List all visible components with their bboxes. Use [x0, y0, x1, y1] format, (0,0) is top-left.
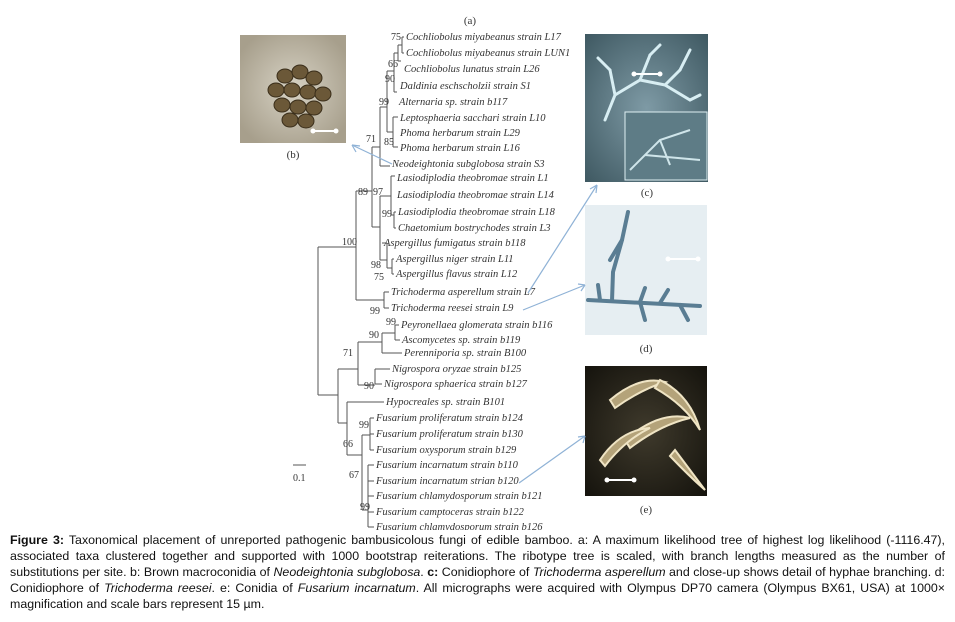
caption-species: Neodeightonia subglobosa: [273, 565, 421, 579]
leaf-label: Fusarium oxysporum strain b129: [375, 445, 517, 456]
caption-text: and close-up shows detail of hyphae bran…: [10, 565, 945, 595]
caption-text: .: [420, 565, 428, 579]
micrograph-e: [585, 366, 707, 496]
leaf-label: Fusarium incarnatum strian b120: [375, 476, 519, 487]
leaf-label: Hypocreales sp. strain B101: [385, 397, 505, 408]
leaf-label: Aspergillus flavus strain L12: [395, 269, 518, 280]
micrograph-d: [585, 205, 707, 335]
leaf-label: Daldinia eschscholzii strain S1: [399, 81, 531, 92]
bootstrap-value: 99: [359, 420, 369, 431]
leaf-label: Perenniporia sp. strain B100: [403, 348, 527, 359]
bootstrap-value: 75: [391, 32, 401, 43]
leaf-label: Lasiodiplodia theobromae strain L14: [396, 190, 555, 201]
caption-text: . e: Conidia of: [211, 581, 298, 595]
leaf-label: Trichoderma reesei strain L9: [391, 303, 514, 314]
leaf-label: Cochliobolus miyabeanus strain LUN1: [406, 48, 570, 59]
caption-label: Figure 3:: [10, 533, 64, 547]
tree-leaves: Cochliobolus miyabeanus strain L17 Cochl…: [375, 32, 570, 530]
leaf-label: Neodeightonia subglobosa strain S3: [391, 159, 545, 170]
leaf-label: Peyronellaea glomerata strain b116: [400, 320, 553, 331]
bootstrap-value: 66: [388, 59, 398, 70]
bootstrap-value: 99: [386, 317, 396, 328]
panel-label-a: (a): [464, 15, 477, 27]
leaf-label: Phoma herbarum strain L29: [399, 128, 521, 139]
caption-text: Conidiophore of: [438, 565, 533, 579]
caption-species: Fusarium incarnatum: [297, 581, 416, 595]
leaf-label: Nigrospora oryzae strain b125: [391, 364, 521, 375]
micrograph-b: [240, 35, 346, 143]
bootstrap-value: 99: [370, 306, 380, 317]
bootstrap-value: 75: [374, 272, 384, 283]
leaf-label: Fusarium proliferatum strain b130: [375, 429, 524, 440]
caption-species: Trichoderma asperellum: [532, 565, 666, 579]
bootstrap-value: 71: [343, 348, 353, 359]
connector-arrows: [351, 144, 598, 484]
leaf-label: Fusarium chlamydosporum strain b121: [375, 491, 543, 502]
leaf-label: Leptosphaeria sacchari strain L10: [399, 113, 546, 124]
leaf-label: Phoma herbarum strain L16: [399, 143, 521, 154]
leaf-label: Ascomycetes sp. strain b119: [401, 335, 521, 346]
leaf-label: Fusarium chlamydosporum strain b126: [375, 522, 543, 530]
leaf-label: Chaetomium bostrychodes strain L3: [398, 223, 551, 234]
bootstrap-value: 90: [369, 330, 379, 341]
bootstrap-values: 75 66 90 99 71 85 89 97 99 100 98 75 99 …: [342, 32, 401, 513]
figure-3: (a): [240, 15, 708, 530]
caption-panel-c-label: c:: [427, 565, 439, 579]
micrograph-c: [585, 34, 708, 182]
bootstrap-value: 66: [343, 439, 353, 450]
leaf-label: Aspergillus fumigatus strain b118: [383, 238, 526, 249]
bootstrap-value: 100: [342, 237, 357, 248]
leaf-label: Fusarium camptoceras strain b122: [375, 507, 525, 518]
phylogenetic-tree: [317, 36, 404, 528]
bootstrap-value: 67: [349, 470, 359, 481]
leaf-label: Cochliobolus lunatus strain L26: [404, 64, 540, 75]
bootstrap-value: 90: [364, 381, 374, 392]
leaf-label: Lasiodiplodia theobromae strain L18: [397, 207, 556, 218]
leaf-label: Trichoderma asperellum strain L7: [391, 287, 536, 298]
leaf-label: Cochliobolus miyabeanus strain L17: [406, 32, 562, 43]
bootstrap-value: 98: [371, 260, 381, 271]
leaf-label: Alternaria sp. strain b117: [398, 97, 508, 108]
caption-species: Trichoderma reesei: [104, 581, 212, 595]
bootstrap-value: 99: [379, 97, 389, 108]
bootstrap-value: 97: [373, 187, 383, 198]
leaf-label: Aspergillus niger strain L11: [395, 254, 514, 265]
bootstrap-value: 90: [385, 74, 395, 85]
panel-label-b: (b): [287, 149, 300, 161]
panel-label-d: (d): [640, 343, 653, 355]
leaf-label: Nigrospora sphaerica strain b127: [383, 379, 528, 390]
bootstrap-value: 89: [358, 187, 368, 198]
panel-label-e: (e): [640, 504, 653, 516]
bootstrap-value: 71: [366, 134, 376, 145]
bootstrap-value: 99: [382, 209, 392, 220]
panel-label-c: (c): [641, 187, 654, 199]
bootstrap-value: 99: [360, 502, 370, 513]
caption-text: Taxonomical placement of unreported path…: [10, 533, 945, 579]
leaf-label: Lasiodiplodia theobromae strain L1: [396, 173, 549, 184]
caption-text: . All micrographs were acquired with Oly…: [10, 581, 945, 611]
leaf-label: Fusarium incarnatum strain b110: [375, 460, 519, 471]
leaf-label: Fusarium proliferatum strain b124: [375, 413, 524, 424]
figure-caption: Figure 3: Taxonomical placement of unrep…: [10, 532, 945, 612]
tree-scale-label: 0.1: [293, 473, 306, 484]
bootstrap-value: 85: [384, 137, 394, 148]
